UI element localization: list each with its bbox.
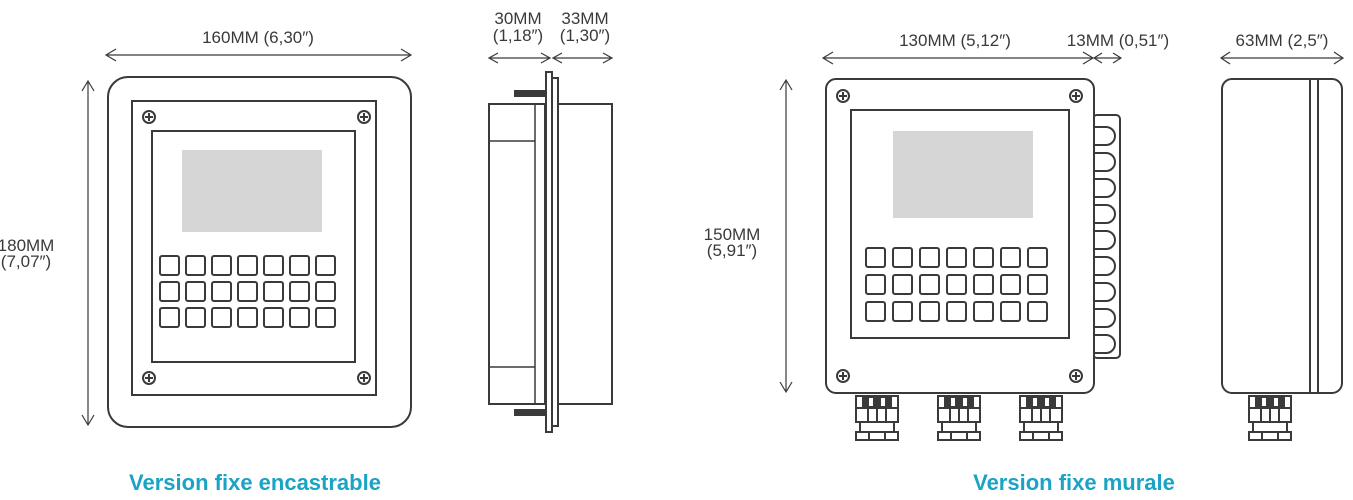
keypad-key <box>946 301 967 322</box>
cable-clip <box>1094 282 1116 302</box>
keypad-key <box>919 274 940 295</box>
keypad-key <box>159 255 180 276</box>
flush-display-screen <box>182 150 322 232</box>
keypad-key <box>185 255 206 276</box>
flush-side-view <box>488 71 613 433</box>
wall-depth-dimension: 63MM (2,5″) <box>1219 31 1345 65</box>
cable-clip <box>1094 256 1116 276</box>
keypad-key <box>1027 301 1048 322</box>
keypad-key <box>1000 274 1021 295</box>
wall-display-screen <box>893 131 1033 218</box>
wall-screw-br <box>1069 369 1083 383</box>
flush-side-dimension: 30MM (1,18″) 33MM (1,30″) <box>487 9 614 64</box>
cable-clip <box>1094 178 1116 198</box>
keypad-key <box>289 307 310 328</box>
keypad-key <box>946 274 967 295</box>
wall-side-cable-gland <box>1248 395 1292 441</box>
flush-screw-br <box>357 371 371 385</box>
keypad-key <box>263 307 284 328</box>
keypad-key <box>919 301 940 322</box>
keypad-key <box>315 255 336 276</box>
keypad-key <box>1027 274 1048 295</box>
wall-height-label-inch: (5,91″) <box>707 241 757 260</box>
wall-screw-tr <box>1069 89 1083 103</box>
cable-clip <box>1094 230 1116 250</box>
wall-screw-bl <box>836 369 850 383</box>
flush-overall-label: 33MM <box>561 9 608 28</box>
flush-depth-label-inch: (1,18″) <box>493 26 543 45</box>
wall-front-view <box>825 78 1121 441</box>
keypad-key <box>263 255 284 276</box>
wall-height-dimension: 150MM (5,91″) <box>704 78 793 394</box>
flush-caption: Version fixe encastrable <box>129 470 381 495</box>
keypad-key <box>973 247 994 268</box>
cable-clip <box>1094 152 1116 172</box>
keypad-key <box>237 281 258 302</box>
flush-width-dimension: 160MM (6,30″) <box>104 28 413 62</box>
keypad-key <box>892 301 913 322</box>
flush-screw-tr <box>357 110 371 124</box>
keypad-key <box>973 301 994 322</box>
keypad-key <box>237 307 258 328</box>
wall-width-dimension: 130MM (5,12″) 13MM (0,51″) <box>821 31 1169 65</box>
flush-height-label-inch: (7,07″) <box>1 252 51 271</box>
keypad-key <box>185 281 206 302</box>
keypad-key <box>211 307 232 328</box>
flush-front-view <box>107 76 412 428</box>
keypad-key <box>185 307 206 328</box>
cable-clip <box>1094 308 1116 328</box>
cable-gland <box>855 395 899 441</box>
cable-clip <box>1094 126 1116 146</box>
cable-gland <box>1248 395 1292 441</box>
flush-depth-label: 30MM <box>494 9 541 28</box>
flush-screw-tl <box>142 110 156 124</box>
cable-gland <box>1019 395 1063 441</box>
keypad-key <box>919 247 940 268</box>
keypad-key <box>946 247 967 268</box>
keypad-key <box>289 255 310 276</box>
keypad-key <box>315 307 336 328</box>
keypad-key <box>1000 247 1021 268</box>
keypad-key <box>237 255 258 276</box>
keypad-key <box>892 274 913 295</box>
keypad-key <box>865 247 886 268</box>
wall-keypad <box>865 247 1048 322</box>
keypad-key <box>892 247 913 268</box>
keypad-key <box>289 281 310 302</box>
cable-gland <box>937 395 981 441</box>
keypad-key <box>865 274 886 295</box>
keypad-key <box>263 281 284 302</box>
keypad-key <box>315 281 336 302</box>
flush-width-label: 160MM (6,30″) <box>202 28 314 47</box>
keypad-key <box>211 255 232 276</box>
flush-screw-bl <box>142 371 156 385</box>
wall-width-label: 130MM (5,12″) <box>899 31 1011 50</box>
keypad-key <box>159 281 180 302</box>
flush-height-dimension: 180MM (7,07″) <box>0 79 95 427</box>
wall-depth-label: 63MM (2,5″) <box>1236 31 1329 50</box>
wall-side-view <box>1221 78 1343 441</box>
wall-cable-glands <box>855 395 1063 441</box>
wall-cable-clips <box>1094 126 1116 354</box>
wall-screw-tl <box>836 89 850 103</box>
keypad-key <box>1027 247 1048 268</box>
wall-clip-label: 13MM (0,51″) <box>1067 31 1169 50</box>
keypad-key <box>1000 301 1021 322</box>
keypad-key <box>159 307 180 328</box>
keypad-key <box>211 281 232 302</box>
flush-keypad <box>159 255 336 328</box>
cable-clip <box>1094 334 1116 354</box>
keypad-key <box>973 274 994 295</box>
keypad-key <box>865 301 886 322</box>
wall-height-label: 150MM <box>704 225 761 244</box>
flush-height-label: 180MM <box>0 236 54 255</box>
cable-clip <box>1094 204 1116 224</box>
flush-overall-label-inch: (1,30″) <box>560 26 610 45</box>
wall-caption: Version fixe murale <box>973 470 1175 495</box>
